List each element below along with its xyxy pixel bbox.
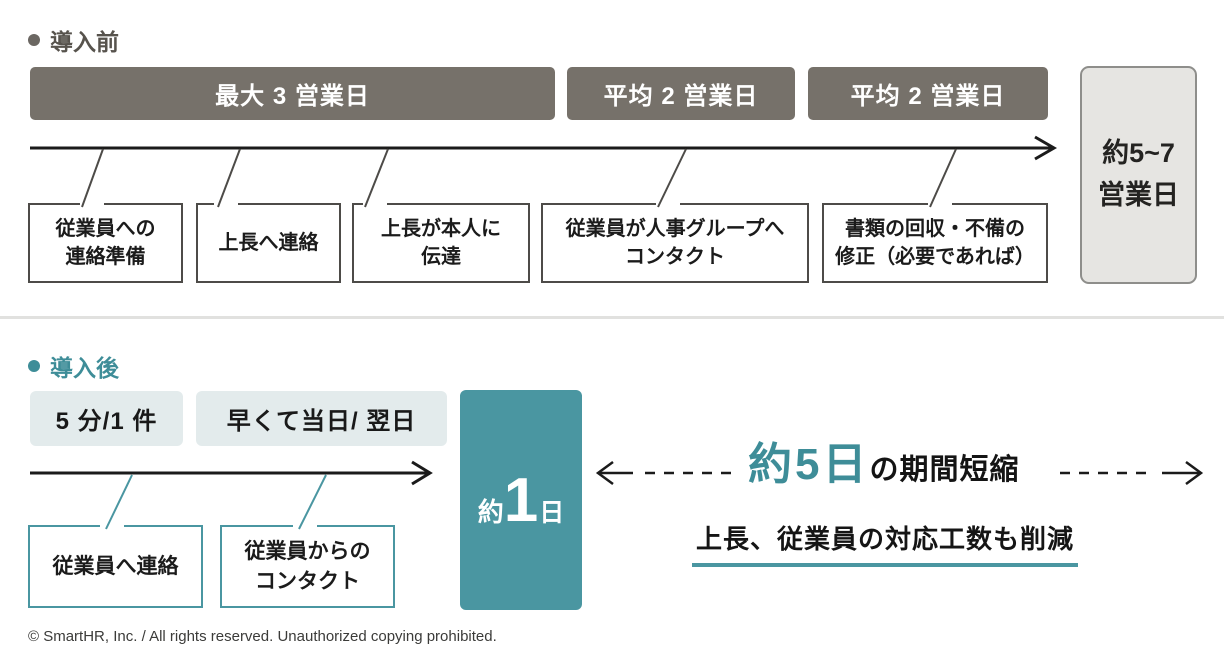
- step-line: 連絡準備: [65, 246, 146, 268]
- section-title-before: 導入前: [28, 23, 119, 57]
- duration-bar-label: 平均 2 営業日: [603, 83, 759, 110]
- total-value: 1: [503, 465, 540, 535]
- arrowhead-right-icon: [411, 460, 433, 486]
- connector-line: [105, 474, 133, 530]
- duration-bar-avg-2-days-1: 平均 2 営業日: [567, 67, 795, 120]
- reduction-rest: の期間短縮: [869, 454, 1020, 486]
- step-line: 修正（必要であれば）: [835, 246, 1035, 268]
- arrowhead-right-icon: [1034, 135, 1057, 161]
- step-line: 書類の回収・不備の: [845, 218, 1025, 240]
- connector-line: [298, 474, 327, 530]
- step-line: 伝達: [421, 246, 461, 268]
- step-line: 上長が本人に: [381, 218, 501, 240]
- step-line: コンタクト: [255, 569, 360, 593]
- connector-line: [364, 148, 389, 208]
- step-box-before-3: 上長が本人に 伝達: [352, 201, 530, 283]
- step-box-after-2: 従業員からの コンタクト: [220, 523, 395, 608]
- step-box-before-5: 書類の回収・不備の 修正（必要であれば）: [822, 201, 1048, 283]
- step-line: 従業員への: [55, 218, 156, 240]
- connector-line: [81, 148, 104, 208]
- reduction-headline: 約5日の期間短縮: [748, 443, 1020, 487]
- bullet-icon: [28, 34, 40, 46]
- section-title-after: 導入後: [28, 349, 119, 383]
- arrowhead-left-icon: [595, 460, 614, 486]
- total-duration-after-box: 約1日: [460, 390, 582, 610]
- step-box-before-4: 従業員が人事グループへ コンタクト: [541, 201, 809, 283]
- step-box-before-2: 上長へ連絡: [196, 201, 341, 283]
- connector-line: [929, 148, 957, 208]
- bullet-icon: [28, 360, 40, 372]
- step-box-after-1: 従業員へ連絡: [28, 523, 203, 608]
- connector-gap: [928, 201, 952, 207]
- connector-line: [657, 148, 687, 208]
- duration-bar-5min: 5 分/1 件: [30, 391, 183, 446]
- reduction-highlight: 約5日: [748, 440, 870, 489]
- duration-bar-max-3-days: 最大 3 営業日: [30, 67, 555, 120]
- total-prefix: 約: [477, 496, 504, 527]
- step-line: 上長へ連絡: [218, 232, 319, 254]
- section-title-before-label: 導入前: [50, 29, 119, 55]
- copyright-text: © SmartHR, Inc. / All rights reserved. U…: [28, 628, 497, 645]
- connector-gap: [656, 201, 680, 207]
- connector-gap: [100, 523, 124, 529]
- arrowhead-right-icon: [1185, 460, 1204, 486]
- step-line: 従業員からの: [244, 540, 371, 564]
- total-suffix: 日: [539, 498, 565, 527]
- connector-gap: [214, 201, 238, 207]
- connector-gap: [363, 201, 387, 207]
- total-after-text: 約1日: [478, 465, 565, 536]
- total-line: 営業日: [1098, 180, 1179, 210]
- duration-bar-avg-2-days-2: 平均 2 営業日: [808, 67, 1048, 120]
- duration-bar-label: 最大 3 営業日: [215, 83, 370, 110]
- step-line: 従業員へ連絡: [52, 554, 179, 578]
- duration-bar-same-day: 早くて当日/ 翌日: [196, 391, 447, 446]
- duration-bar-label: 5 分/1 件: [55, 408, 158, 435]
- section-divider: [0, 316, 1224, 319]
- step-box-before-1: 従業員への 連絡準備: [28, 201, 183, 283]
- connector-gap: [80, 201, 104, 207]
- step-line: コンタクト: [625, 246, 725, 268]
- duration-bar-label: 早くて当日/ 翌日: [226, 408, 417, 435]
- total-duration-before-box: 約5~7 営業日: [1080, 66, 1197, 284]
- connector-gap: [293, 523, 317, 529]
- duration-bar-label: 平均 2 営業日: [850, 83, 1006, 110]
- connector-line: [217, 148, 241, 208]
- total-line: 約5~7: [1102, 138, 1175, 169]
- section-title-after-label: 導入後: [50, 355, 119, 381]
- reduction-subtitle: 上長、従業員の対応工数も削減: [692, 519, 1079, 567]
- step-line: 従業員が人事グループへ: [565, 218, 785, 240]
